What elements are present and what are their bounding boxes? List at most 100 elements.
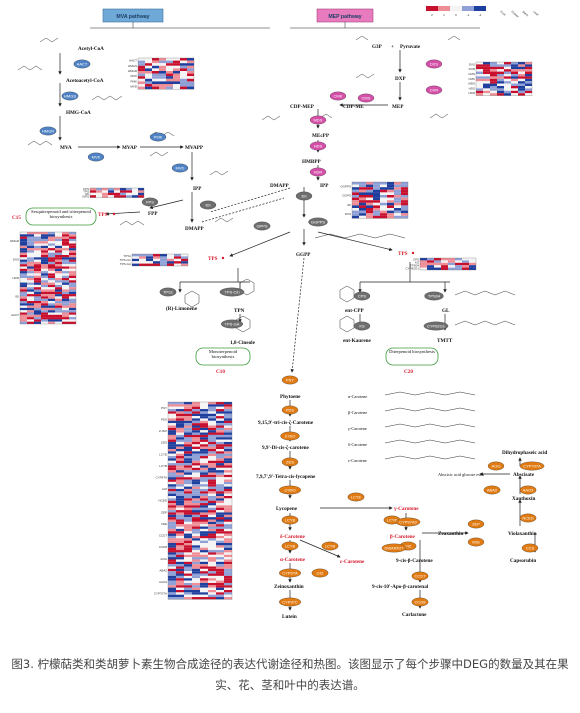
heatmap-cell: [184, 402, 192, 405]
heatmap-cell: [216, 503, 224, 506]
heatmap-cell: [41, 289, 48, 292]
heatmap-cell: [184, 423, 192, 426]
heatmap-cell: [108, 192, 114, 196]
heatmap-cell: [224, 535, 232, 539]
heatmap-cell: [20, 236, 27, 239]
heatmap-cell: [200, 503, 208, 506]
mep-pathway-header: MEP pathway: [316, 8, 374, 23]
heatmap-row-label: DXS: [345, 212, 351, 216]
heatmap-cell: [483, 83, 490, 86]
heatmap-cell: [511, 88, 518, 91]
heatmap-cell: [216, 439, 224, 442]
heatmap-cell: [200, 481, 208, 485]
heatmap-cell: [192, 533, 200, 536]
heatmap-cell: [55, 264, 62, 267]
heatmap-cell: [62, 289, 69, 292]
heatmap-row-label: PDS: [161, 417, 167, 421]
heatmap-cell: [168, 566, 176, 569]
sesquiterpenoid-box: Sesquiterpenoid and triterpenoid biosynt…: [25, 207, 97, 226]
heatmap-cell: [380, 189, 387, 193]
heatmap-cell: [224, 514, 232, 518]
heatmap-cell: [176, 472, 184, 475]
heatmap-cell: [41, 321, 48, 324]
legend-swatch: [450, 6, 462, 11]
heatmap-cell: [490, 81, 497, 84]
heatmap-cell: [476, 83, 483, 86]
heatmap-cell: [216, 425, 224, 428]
compound-acetyl-coa: Acetyl-CoA: [78, 46, 104, 52]
heatmap-cell: [387, 182, 394, 185]
heatmap-cell: [132, 261, 139, 264]
heatmap-cell: [359, 210, 366, 214]
heatmap-cell: [434, 267, 441, 270]
heatmap-cell: [20, 264, 27, 267]
heatmap-cell: [62, 275, 69, 278]
heatmap-cell: [168, 437, 176, 440]
heatmap-cell: [525, 71, 532, 74]
heatmap-cell: [48, 273, 55, 276]
heatmap-cell: [153, 261, 160, 264]
heatmap-cell: [208, 402, 216, 405]
heatmap-cell: [200, 493, 208, 496]
heatmap-cell: [208, 500, 216, 504]
heatmap-cell: [216, 465, 224, 468]
heatmap-cell: [168, 557, 176, 560]
heatmap-cell: [48, 259, 55, 262]
legend-column-label: Stem: [521, 10, 529, 18]
heatmap-cell: [27, 261, 34, 265]
heatmap-cell: [224, 566, 232, 569]
heatmap-cell: [20, 317, 27, 320]
heatmap-cell: [176, 479, 184, 482]
heatmap-cell: [34, 280, 41, 283]
heatmap-cell: [176, 423, 184, 426]
heatmap-cell: [55, 312, 62, 315]
heatmap-cell: [184, 533, 192, 536]
heatmap-cell: [48, 310, 55, 313]
heatmap-cell: [224, 561, 232, 565]
heatmap-cell: [62, 321, 69, 324]
heatmap-cell: [469, 267, 476, 270]
heatmap-cell: [192, 446, 200, 449]
side-epsilon-carotene: ε-Carotene: [348, 458, 367, 463]
heatmap-cell: [48, 303, 55, 306]
heatmap-cell: [48, 250, 55, 253]
enzyme-mvk: MVK: [87, 152, 105, 162]
heatmap-cell: [483, 64, 490, 67]
heatmap-cell: [62, 278, 69, 281]
heatmap-cell: [168, 597, 176, 600]
heatmap-cell: [138, 78, 145, 82]
heatmap-cell: [192, 418, 200, 421]
heatmap-cell: [48, 314, 55, 318]
heatmap-cell: [27, 298, 34, 301]
heatmap-cell: [20, 273, 27, 276]
heatmap-cell: [173, 86, 180, 90]
heatmap-cell: [184, 519, 192, 522]
heatmap-cell: [160, 258, 167, 262]
heatmap-cell: [200, 535, 208, 539]
heatmap-cell: [108, 190, 114, 193]
heatmap-cell: [208, 528, 216, 532]
heatmap-cell: [192, 470, 200, 473]
heatmap-cell: [511, 71, 518, 74]
class-c10: C10: [216, 369, 225, 375]
heatmap-cell: [192, 406, 200, 410]
enzyme-hds: HDS: [309, 141, 327, 151]
heatmap-cell: [176, 474, 184, 478]
heatmap-cell: [200, 430, 208, 433]
heatmap-cell: [192, 510, 200, 513]
heatmap-cell: [387, 213, 394, 216]
heatmap-cell: [511, 74, 518, 77]
heatmap-cell: [352, 182, 359, 185]
heatmap-cell: [216, 561, 224, 565]
heatmap-cell: [27, 248, 34, 251]
heatmap-cell: [476, 86, 483, 89]
heatmap-cell: [216, 479, 224, 482]
heatmap-cell: [173, 76, 180, 79]
heatmap-cell: [184, 453, 192, 457]
heatmap-cell: [20, 238, 27, 242]
heatmap-cell: [120, 188, 126, 191]
heatmap-cell: [192, 566, 200, 569]
heatmap-cell: [62, 282, 69, 285]
heatmap-cell: [208, 488, 216, 492]
heatmap-cell: [518, 93, 525, 96]
